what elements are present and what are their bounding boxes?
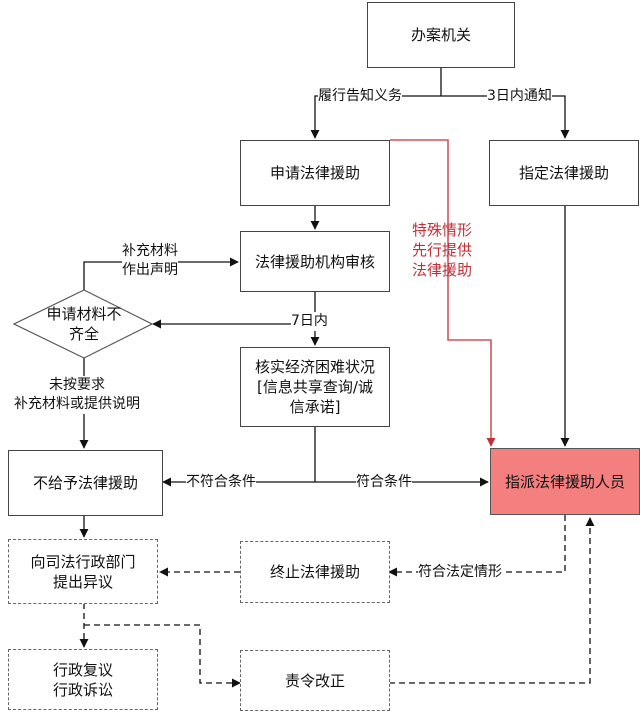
- node-review: 法律援助机构审核: [240, 231, 390, 292]
- node-deny: 不给予法律援助: [8, 450, 163, 516]
- label-special: 特殊情形 先行提供 法律援助: [412, 221, 473, 279]
- node-reconsider: 行政复议 行政诉讼: [8, 649, 158, 710]
- edge-objection-correct: [84, 624, 241, 688]
- label-qualified: 符合条件: [356, 473, 412, 492]
- label-not-qualified: 不符合条件: [186, 473, 256, 492]
- incomplete-diamond: [12, 289, 154, 359]
- node-apply: 申请法律援助: [240, 140, 390, 206]
- label-legal-case: 符合法定情形: [418, 563, 502, 582]
- node-designate: 指定法律援助: [489, 140, 639, 206]
- node-terminate: 终止法律援助: [240, 541, 390, 603]
- edge-special-path: [390, 139, 496, 447]
- node-office: 办案机关: [367, 2, 515, 68]
- label-notify-3days: 3日内通知: [487, 87, 552, 106]
- node-assign: 指派法律援助人员: [490, 448, 640, 515]
- edge-incomplete-review: [83, 257, 239, 290]
- node-incomplete: 申请材料不 齐全: [46, 305, 122, 343]
- label-seven-days: 7日内: [291, 312, 328, 331]
- label-supplement: 补充材料 作出声明: [122, 242, 178, 280]
- node-verify: 核实经济困难状况 [信息共享查询/诚 信承诺]: [240, 347, 390, 427]
- edge-split-to-designate: [441, 95, 570, 139]
- edge-correct-assign: [389, 517, 595, 684]
- label-not-supplied: 未按要求 补充材料或提供说明: [14, 376, 140, 414]
- node-objection: 向司法行政部门 提出异议: [8, 539, 158, 604]
- label-notify-duty: 履行告知义务: [318, 87, 402, 106]
- node-correct: 责令改正: [240, 650, 390, 711]
